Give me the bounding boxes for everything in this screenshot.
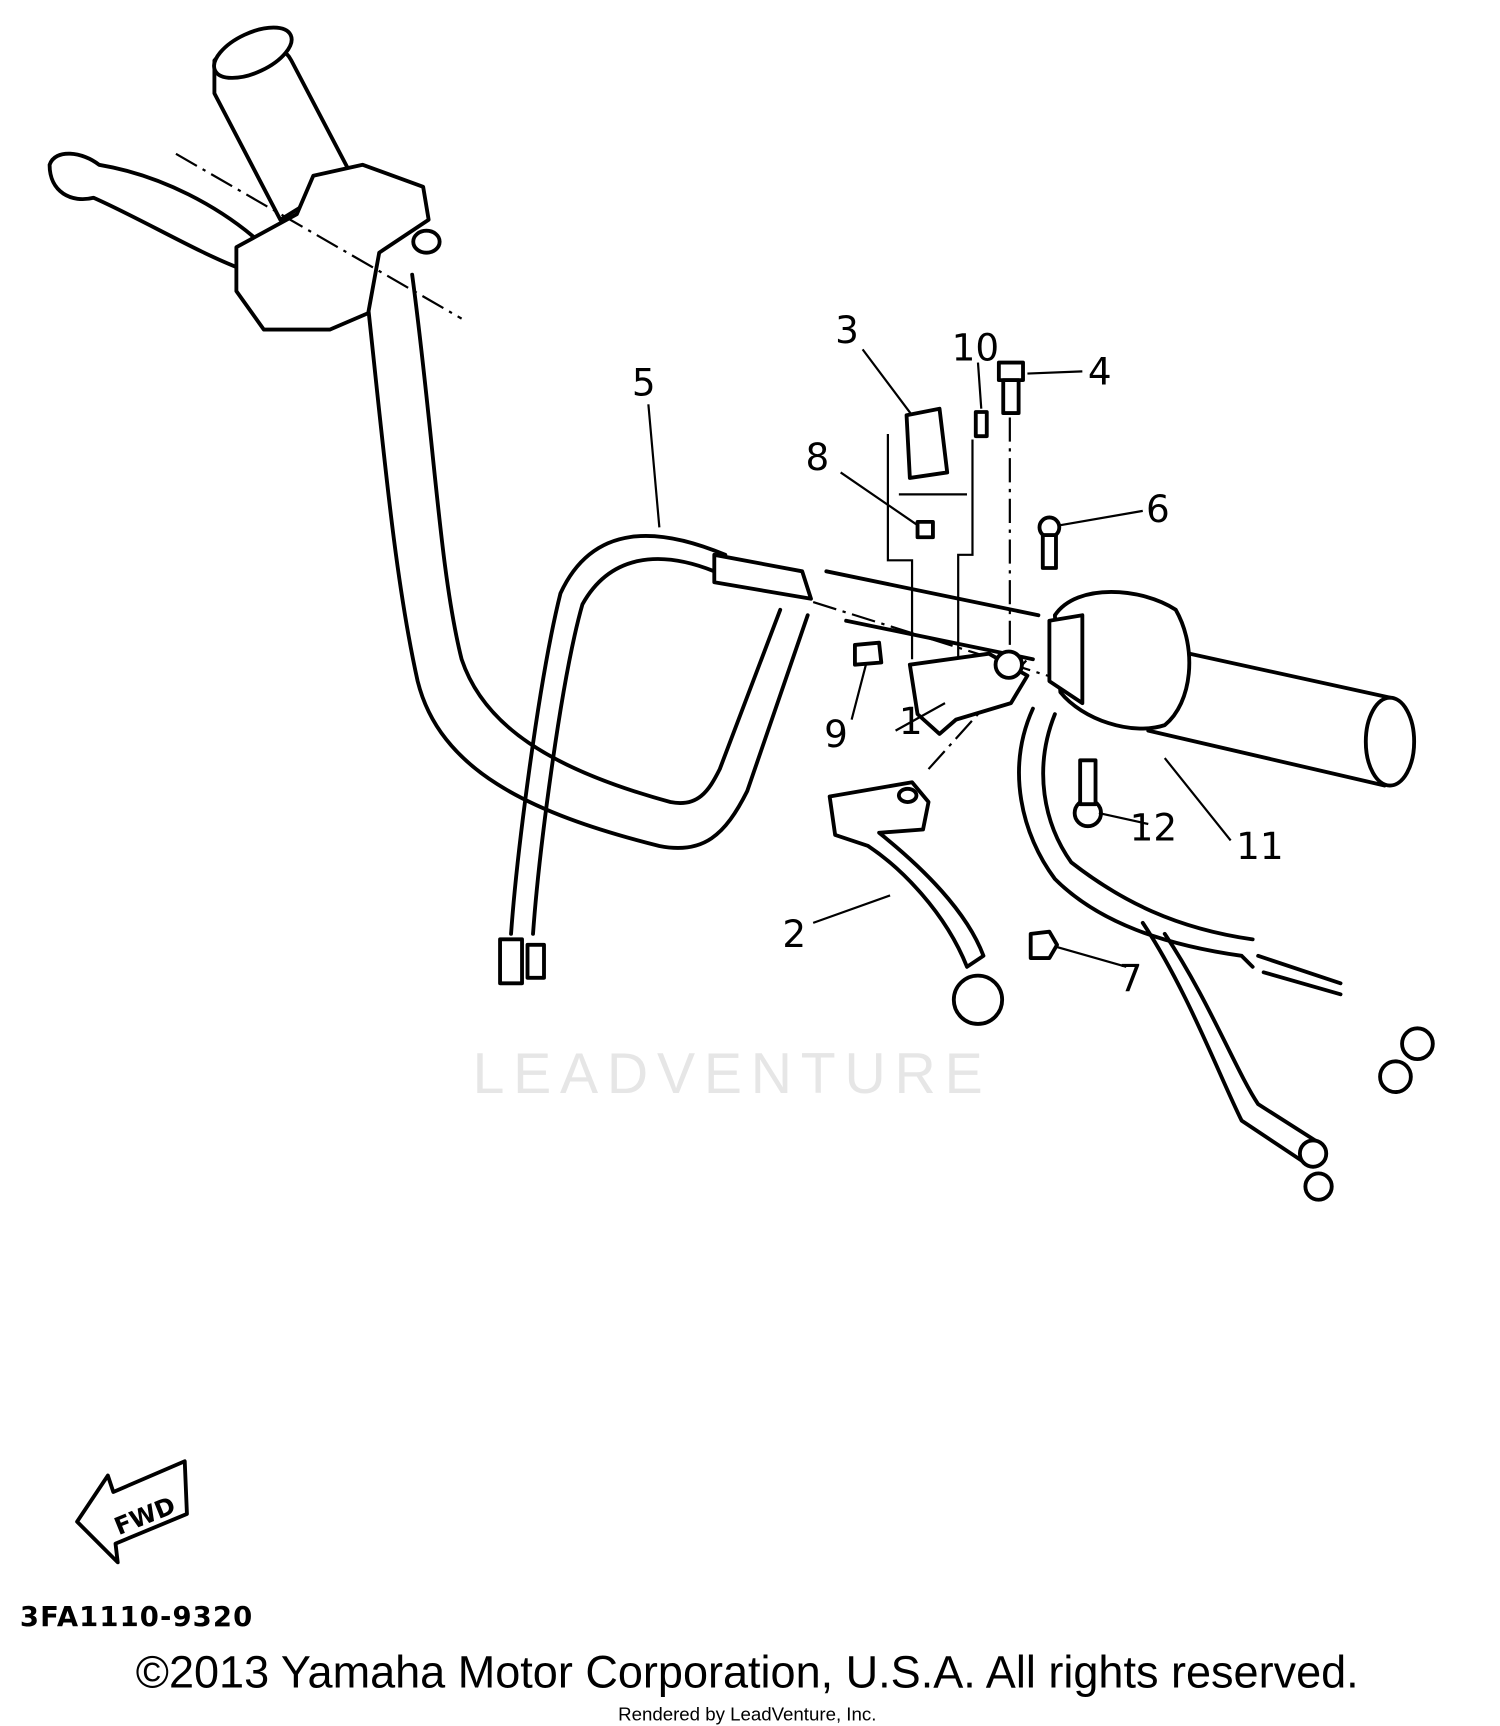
leader-lines	[647, 348, 1232, 968]
rendered-by-notice: Rendered by LeadVenture, Inc.	[618, 1704, 876, 1725]
lever-assembly	[827, 649, 1030, 1026]
small-parts	[852, 360, 1103, 960]
callout-8: 8	[805, 435, 829, 479]
handlebar	[366, 272, 1041, 850]
callout-10: 10	[952, 325, 1000, 369]
callout-4: 4	[1088, 350, 1112, 394]
callout-6: 6	[1146, 487, 1170, 531]
right-grip-assembly	[1047, 590, 1417, 788]
copyright-notice: ©2013 Yamaha Motor Corporation, U.S.A. A…	[136, 1647, 1359, 1698]
watermark: LEADVENTURE	[473, 1042, 992, 1106]
part-number: 3FA1110-9320	[20, 1602, 253, 1633]
forward-arrow-icon: FWD	[75, 1459, 189, 1565]
callout-3: 3	[835, 308, 859, 352]
callout-11: 11	[1236, 824, 1284, 868]
callout-5: 5	[632, 361, 656, 405]
callout-1: 1	[899, 699, 923, 743]
left-grip-assembly	[47, 25, 442, 332]
callout-7: 7	[1119, 956, 1143, 1000]
callout-9: 9	[824, 712, 848, 756]
callout-2: 2	[782, 912, 806, 956]
cables	[498, 534, 1435, 1202]
callout-12: 12	[1130, 805, 1178, 849]
